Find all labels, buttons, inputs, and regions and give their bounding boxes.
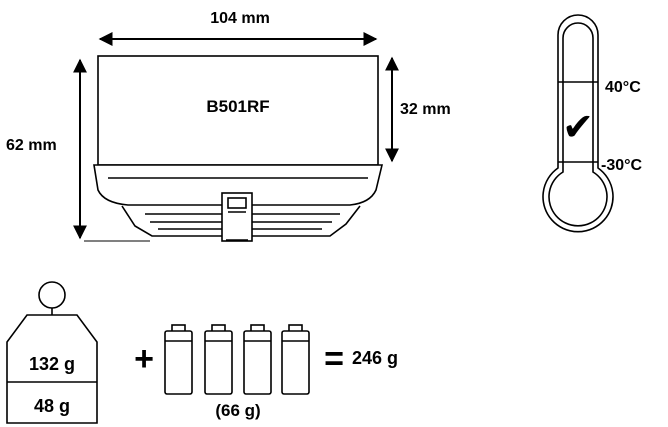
batteries-weight-label: (66 g) [215,401,260,420]
height-label: 62 mm [6,137,57,154]
device-base [93,164,384,206]
device-weight-label: 132 g [29,354,75,374]
body-height-label: 32 mm [400,101,451,118]
max-temperature-label: 40°C [605,79,641,96]
device-clip [221,192,253,242]
plus-sign: + [134,340,154,378]
equals-sign: = [324,340,344,378]
thermometer-icon [542,14,614,233]
base-weight-label: 48 g [34,396,70,416]
model-label: B501RF [206,97,269,116]
check-mark-icon: ✔ [562,105,594,149]
battery-icon [164,324,193,395]
battery-icon [281,324,310,395]
device-drawing [84,55,384,242]
batteries-group [164,324,310,395]
battery-icon [204,324,233,395]
battery-icon [243,324,272,395]
device-body [97,55,379,166]
total-weight-label: 246 g [352,348,398,368]
weight-icon [6,281,98,424]
width-label: 104 mm [210,10,270,27]
min-temperature-label: -30°C [601,157,643,174]
